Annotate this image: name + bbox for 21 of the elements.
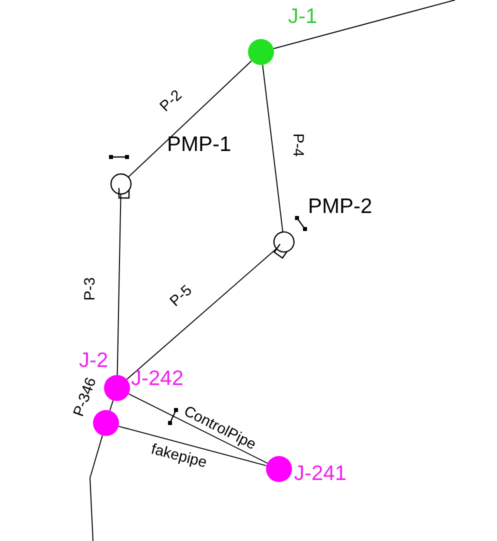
pipe-label: P-2 (157, 88, 185, 114)
pump-label: PMP-1 (167, 134, 232, 155)
pipe-line (118, 426, 267, 466)
pipe-line (128, 393, 268, 464)
junction-label: J-242 (131, 368, 184, 389)
pipe-label: P-346 (71, 376, 99, 418)
pipe-line (128, 60, 252, 178)
pipe-line (90, 435, 103, 541)
junction-label: J-241 (294, 463, 347, 484)
junction-label: J-1 (288, 6, 318, 27)
junction-label: J-2 (79, 350, 108, 371)
pipe-label: P-5 (167, 282, 195, 310)
pipe-line (109, 400, 114, 412)
pipe-line (262, 64, 284, 233)
pipe-line (273, 0, 456, 50)
pump-label: PMP-2 (308, 196, 372, 217)
pipe-label: P-3 (82, 277, 98, 301)
pipe-line (116, 194, 122, 376)
pipe-label: P-4 (290, 133, 306, 157)
pipe-line (126, 248, 277, 380)
junction-circle (93, 410, 119, 436)
